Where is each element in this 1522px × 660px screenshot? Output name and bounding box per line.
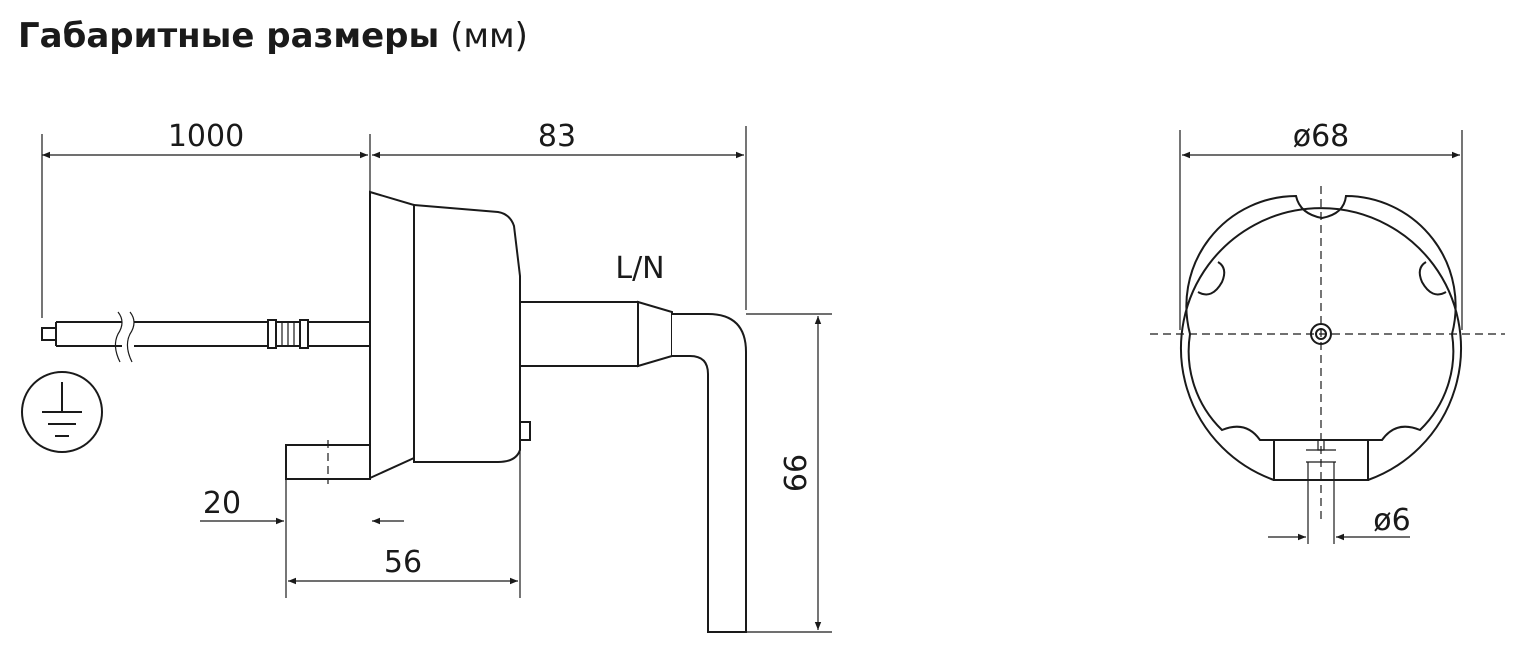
dim-cable-label: 1000 (168, 119, 244, 154)
dim-height-label: 66 (779, 454, 814, 492)
dim-pin-label: 20 (203, 486, 241, 521)
side-view: 1000 83 20 56 L/N 66 (21, 119, 832, 633)
connector (519, 300, 747, 633)
title-unit: (мм) (450, 16, 528, 56)
dim-body-label: 56 (384, 545, 422, 580)
title-text: Габаритные размеры (18, 16, 440, 56)
front-view: ø68 ø6 (1150, 119, 1505, 544)
page-title: Габаритные размеры (мм) (18, 14, 528, 58)
dim-length-label: 83 (538, 119, 576, 154)
cable (41, 311, 371, 363)
dim-pin-diameter-label: ø6 (1373, 503, 1410, 538)
connector-label: L/N (615, 251, 664, 286)
ground-icon (21, 371, 103, 453)
inner-profile (1185, 194, 1457, 441)
dim-diameter-label: ø68 (1293, 119, 1350, 154)
housing (369, 190, 531, 480)
